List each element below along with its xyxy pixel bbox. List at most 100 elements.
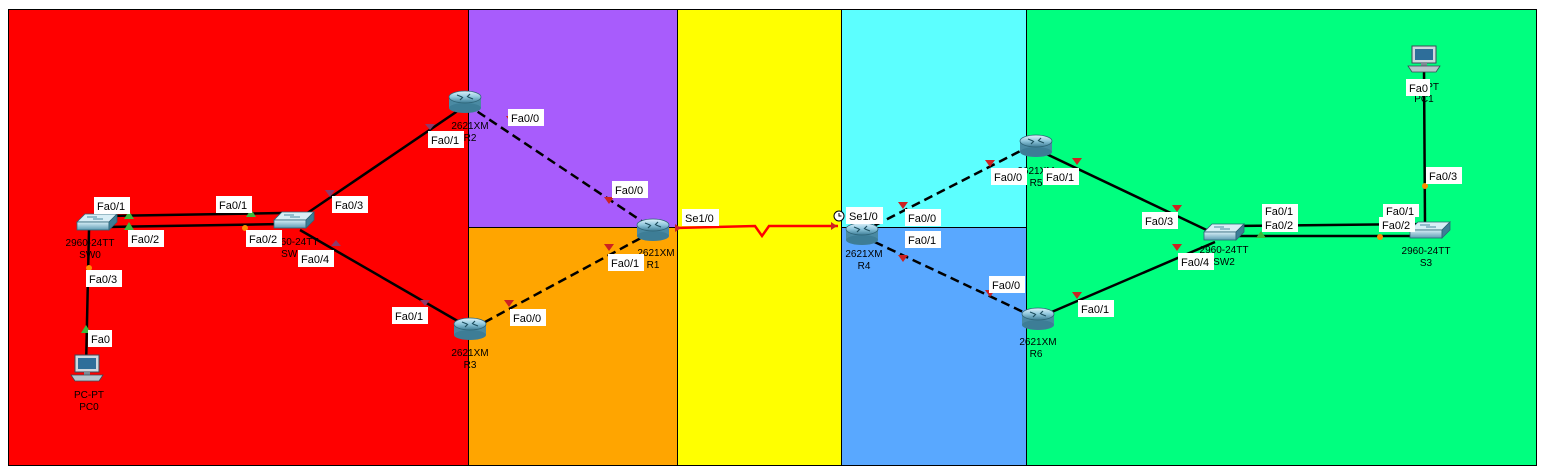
port-labels: Fa0/1 Fa0/2 Fa0/3 Fa0 Fa0/1 Fa0/2 Fa0/3 … — [86, 79, 1462, 347]
port-label: Fa0/1 — [431, 135, 459, 147]
device-r1[interactable] — [636, 218, 670, 242]
zone-cyan — [841, 9, 1027, 228]
pc1-name-label: PC1 — [1414, 94, 1434, 105]
port-label: Fa0/4 — [301, 254, 329, 266]
sw1-name-label: SW1 — [281, 249, 303, 260]
link-sw1-r2[interactable] — [299, 106, 463, 220]
link-sw0-sw1-a[interactable] — [106, 211, 284, 218]
port-label: Fa0/1 — [908, 235, 936, 247]
port-label: Fa0 — [91, 334, 110, 346]
r4-name-label: R4 — [858, 261, 871, 272]
port-label-box: Fa0/3 — [332, 196, 368, 213]
port-label-box: Fa0/0 — [991, 168, 1027, 185]
r4-model-label: 2621XM — [845, 249, 882, 260]
port-label-box: Fa0/2 — [246, 230, 282, 247]
link-sw0-pc0[interactable] — [84, 229, 91, 369]
port-label: Fa0/3 — [89, 274, 117, 286]
port-label: Fa0/1 — [219, 200, 247, 212]
device-sw2[interactable] — [1203, 223, 1245, 241]
link-r2-r1[interactable] — [465, 102, 653, 230]
port-label-box: Fa0/0 — [508, 109, 544, 126]
link-r5-sw2[interactable] — [1037, 148, 1216, 236]
link-r3-r1[interactable] — [471, 230, 653, 331]
port-label-box: Fa0/2 — [128, 230, 164, 247]
port-indicator — [1172, 205, 1182, 212]
device-s3[interactable] — [1409, 221, 1451, 239]
port-indicators — [81, 116, 1428, 333]
r6-name-label: R6 — [1030, 349, 1043, 360]
device-r4[interactable] — [845, 222, 879, 246]
r3-model-label: 2621XM — [451, 348, 488, 359]
sw1-model-label: 2960-24TT — [270, 237, 319, 248]
device-labels: 2960-24TT SW0 2960-24TT SW1 2621XM R2 26… — [66, 82, 1451, 413]
port-indicator — [325, 190, 335, 197]
port-label-box: Se1/0 — [682, 209, 719, 226]
pc0-name-label: PC0 — [79, 402, 99, 413]
link-r1-r4-serial[interactable] — [674, 224, 838, 239]
port-indicator — [1377, 234, 1383, 240]
port-label: Fa0/2 — [131, 234, 159, 246]
port-label: Fa0/0 — [994, 172, 1022, 184]
port-indicator — [1072, 158, 1082, 165]
r2-model-label: 2621XM — [451, 121, 488, 132]
zone-green — [1026, 9, 1537, 466]
port-label: Fa0/2 — [1265, 220, 1293, 232]
port-label-box: Se1/0 — [846, 207, 883, 224]
port-label: Fa0/3 — [1429, 171, 1457, 183]
port-indicator — [675, 224, 681, 232]
port-label-box: Fa0/1 — [905, 231, 941, 248]
r3-name-label: R3 — [464, 360, 477, 371]
device-r6[interactable] — [1021, 307, 1055, 331]
port-label-box: Fa0/1 — [1262, 204, 1298, 218]
port-label-box: Fa0/1 — [392, 307, 428, 324]
port-indicator — [420, 300, 430, 306]
device-pc0[interactable] — [70, 354, 104, 382]
r1-model-label: 2621XM — [637, 248, 674, 259]
port-label: Fa0/0 — [511, 113, 539, 125]
port-label: Fa0/1 — [97, 201, 125, 213]
r5-name-label: R5 — [1030, 178, 1043, 189]
zone-blue — [841, 227, 1027, 466]
zone-red — [8, 9, 469, 466]
port-indicator — [242, 225, 248, 231]
port-indicator — [1172, 244, 1182, 251]
port-label-box: Fa0/1 — [1043, 168, 1079, 185]
port-label: Fa0/0 — [908, 213, 936, 225]
zone-yellow — [677, 9, 842, 466]
r1-name-label: R1 — [647, 260, 660, 271]
device-pc1[interactable] — [1407, 45, 1441, 73]
port-indicator — [124, 222, 134, 230]
port-label-box: Fa0/0 — [905, 209, 941, 226]
port-label: Fa0/1 — [395, 311, 423, 323]
sw0-name-label: SW0 — [79, 250, 101, 261]
device-r3[interactable] — [453, 317, 487, 341]
port-indicator — [1422, 183, 1428, 189]
port-label-box: Fa0/4 — [1178, 253, 1214, 270]
port-label: Fa0 — [1409, 83, 1428, 95]
link-sw1-r3[interactable] — [299, 228, 469, 329]
port-label-box: Fa0/1 — [428, 131, 464, 148]
r5-model-label: 2621XM — [1017, 166, 1054, 177]
port-indicator — [86, 265, 92, 271]
port-indicator — [1256, 231, 1266, 238]
sw2-model-label: 2960-24TT — [1200, 245, 1249, 256]
port-indicator — [831, 222, 837, 230]
port-label: Fa0/0 — [615, 185, 643, 197]
port-label-box: Fa0/3 — [1426, 167, 1462, 184]
port-label: Fa0/1 — [611, 258, 639, 270]
device-sw1[interactable] — [273, 211, 315, 229]
device-r2[interactable] — [448, 90, 482, 114]
link-r4-r6[interactable] — [861, 234, 1037, 320]
port-label: Fa0/3 — [335, 200, 363, 212]
port-label: Se1/0 — [849, 211, 878, 223]
device-r5[interactable] — [1019, 134, 1053, 158]
device-sw0[interactable] — [76, 213, 118, 231]
port-label: Fa0/1 — [1081, 304, 1109, 316]
link-sw0-sw1-b[interactable] — [106, 222, 284, 229]
clock-icon — [833, 210, 845, 222]
r6-model-label: 2621XM — [1019, 337, 1056, 348]
port-label: Fa0/2 — [1382, 220, 1410, 232]
r2-name-label: R2 — [464, 133, 477, 144]
link-r4-r5[interactable] — [861, 142, 1035, 234]
